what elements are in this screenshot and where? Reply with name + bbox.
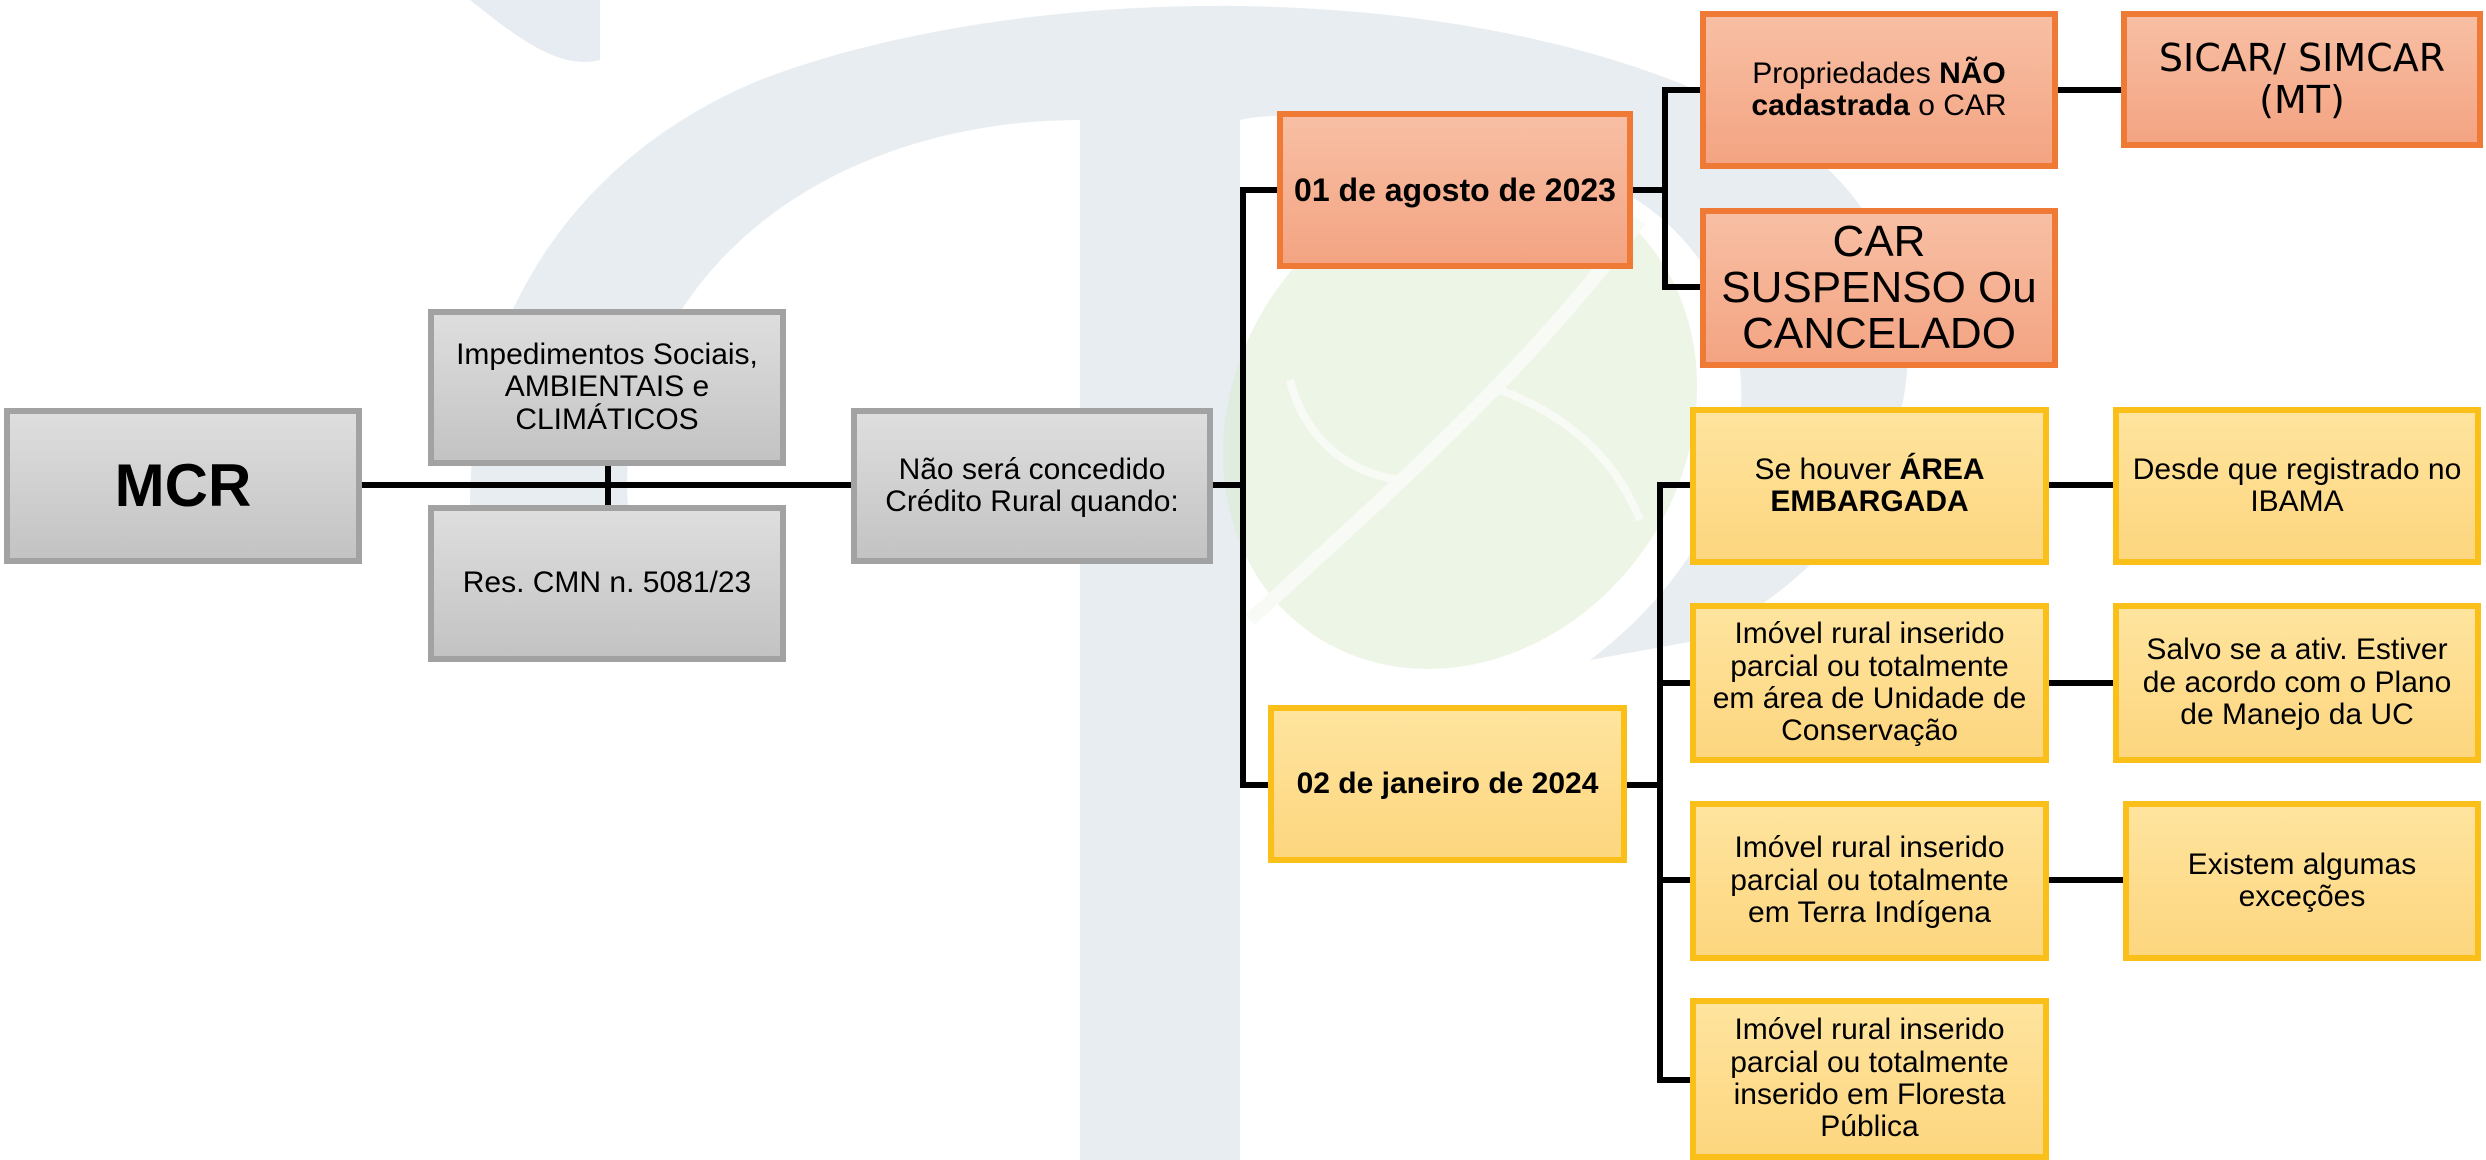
watermark-left-bar [470,0,600,62]
node-area-embargada: Se houver ÁREA EMBARGADA [1690,407,2049,565]
node-impedimentos: Impedimentos Sociais, AMBIENTAIS e CLIMÁ… [428,309,786,466]
node-unidade-conservacao: Imóvel rural inserido parcial ou totalme… [1690,603,2049,763]
node-excecoes: Existem algumas exceções [2123,801,2481,961]
node-resolucao: Res. CMN n. 5081/23 [428,505,786,662]
node-propriedades: Propriedades NÃO cadastrada o CAR [1700,11,2058,169]
connector-to-propriedades [1662,87,1708,290]
watermark-letter-shape [470,5,1908,1160]
propriedades-text: Propriedades NÃO cadastrada o CAR [1751,56,2007,122]
node-sicar: SICAR/ SIMCAR (MT) [2121,11,2483,148]
node-car-suspenso: CAR SUSPENSO Ou CANCELADO [1700,208,2058,368]
connector-to-agosto [1240,187,1281,488]
node-data-agosto: 01 de agosto de 2023 [1277,111,1633,269]
node-floresta-publica: Imóvel rural inserido parcial ou totalme… [1690,998,2049,1160]
node-ibama: Desde que registrado no IBAMA [2113,407,2481,565]
node-data-janeiro: 02 de janeiro de 2024 [1268,705,1627,863]
area-embargada-text: Se houver ÁREA EMBARGADA [1754,452,1985,518]
node-terra-indigena: Imóvel rural inserido parcial ou totalme… [1690,801,2049,961]
node-plano-manejo: Salvo se a ativ. Estiver de acordo com o… [2113,603,2481,763]
connector-to-janeiro [1240,482,1273,788]
node-mcr: MCR [4,408,362,564]
watermark-leaf-vein [1245,215,1646,626]
node-nao-concedido: Não será concedido Crédito Rural quando: [851,408,1213,564]
